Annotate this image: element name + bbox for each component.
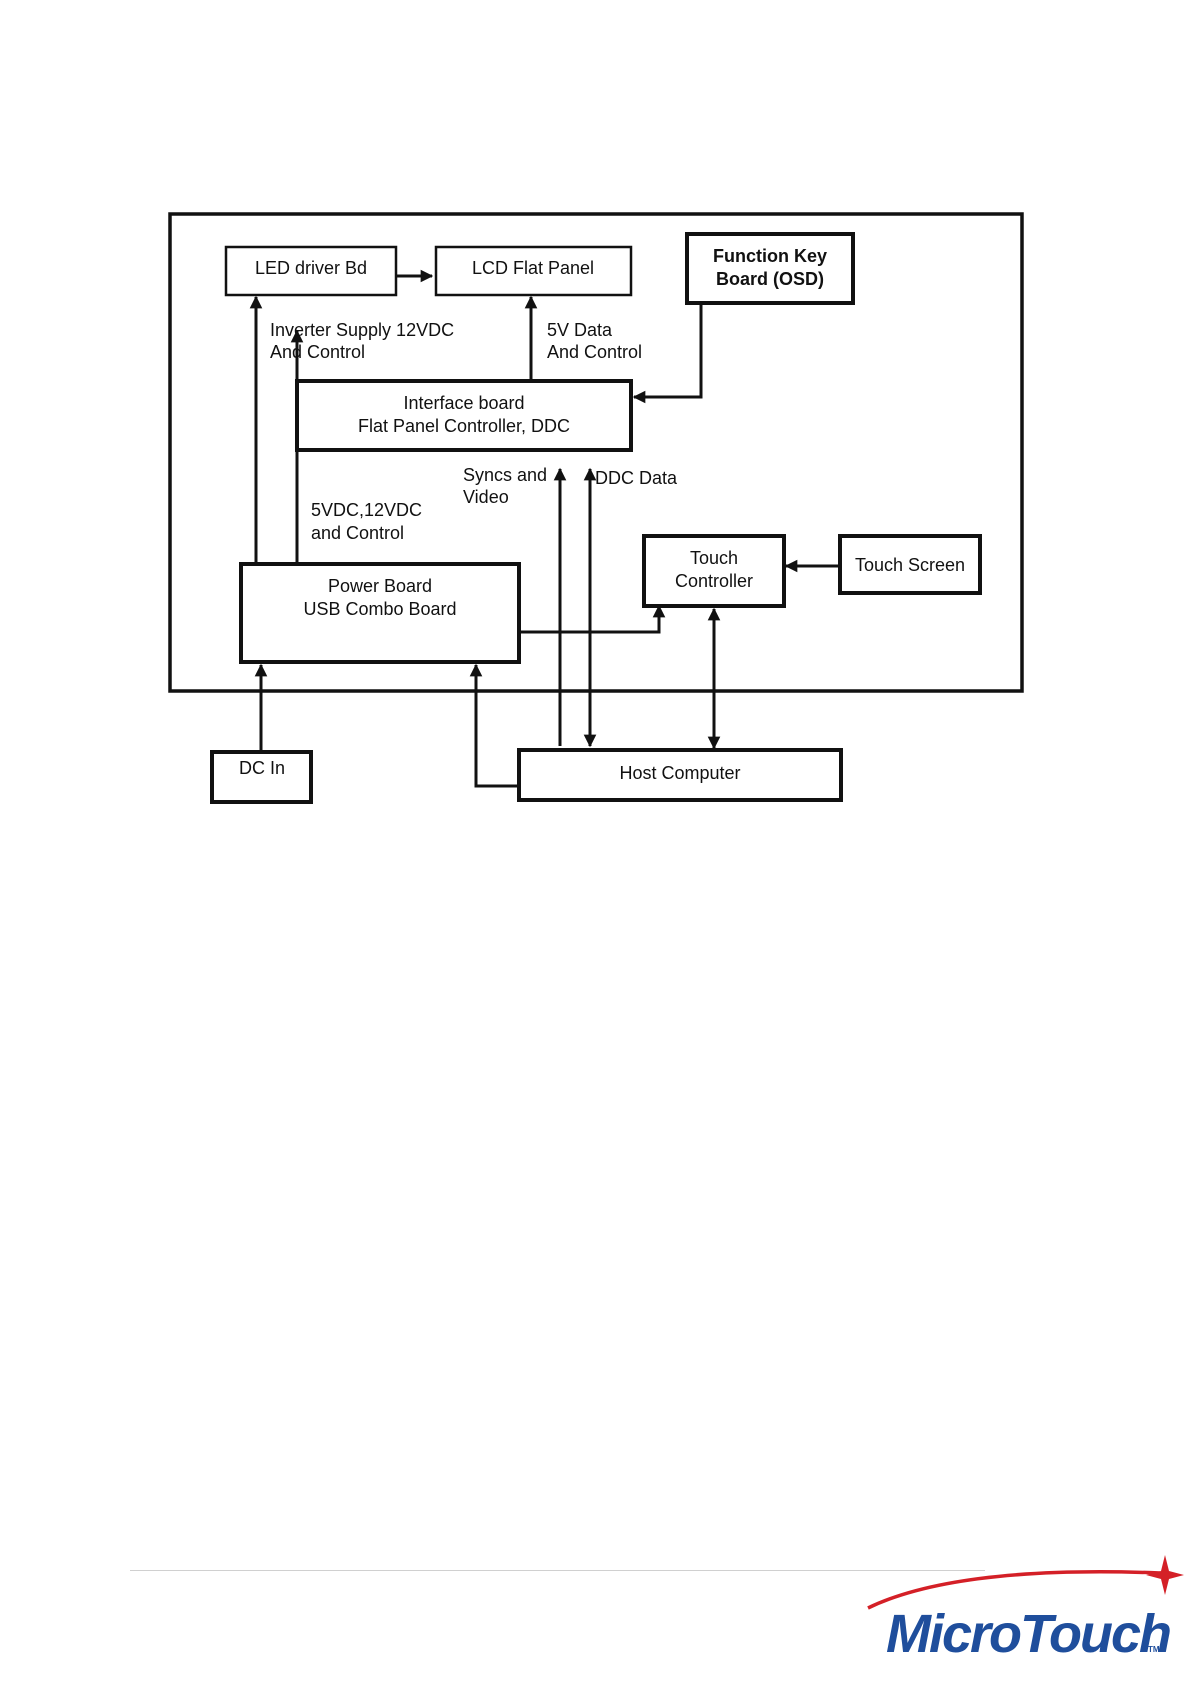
function-key-label-line1: Function Key [713,246,827,266]
touch-controller-label-line1: Touch [690,548,738,568]
led-driver-label: LED driver Bd [255,258,367,278]
interface-board-label-line2: Flat Panel Controller, DDC [358,416,570,436]
arrow-host-to-power [476,665,519,786]
footer-divider [130,1570,985,1571]
syncs-video-label-line2: Video [463,487,509,507]
block-dc-in: DC In [212,752,311,802]
host-computer-label: Host Computer [619,763,740,783]
logo-trademark: TM [1148,1645,1160,1654]
block-led-driver: LED driver Bd [226,247,396,295]
power-rails-label-line1: 5VDC,12VDC [311,500,422,520]
ddc-data-label: DDC Data [595,468,678,488]
touch-controller-label-line2: Controller [675,571,753,591]
block-lcd-panel: LCD Flat Panel [436,247,631,295]
inverter-supply-label-line2: And Control [270,342,365,362]
microtouch-logo: MicroTouch TM [860,1540,1190,1665]
interface-board-label-line1: Interface board [403,393,524,413]
function-key-label-line2: Board (OSD) [716,269,824,289]
power-rails-label-line2: and Control [311,523,404,543]
dc-in-label: DC In [239,758,285,778]
block-touch-controller: Touch Controller [644,536,784,606]
data-5v-label-line2: And Control [547,342,642,362]
data-5v-label-line1: 5V Data [547,320,613,340]
logo-star-icon [1146,1555,1184,1595]
power-board-label-line2: USB Combo Board [303,599,456,619]
logo-wordmark: MicroTouch [886,1604,1170,1664]
touch-screen-label: Touch Screen [855,555,965,575]
block-touch-screen: Touch Screen [840,536,980,593]
block-host-computer: Host Computer [519,750,841,800]
block-interface-board: Interface board Flat Panel Controller, D… [297,381,631,450]
arrow-function-key-to-interface [634,303,701,397]
lcd-panel-label: LCD Flat Panel [472,258,594,278]
power-board-label-line1: Power Board [328,576,432,596]
block-function-key: Function Key Board (OSD) [687,234,853,303]
logo-swoosh [868,1572,1160,1608]
inverter-supply-label-line1: Inverter Supply 12VDC [270,320,454,340]
block-power-board: Power Board USB Combo Board [241,564,519,662]
syncs-video-label-line1: Syncs and [463,465,547,485]
